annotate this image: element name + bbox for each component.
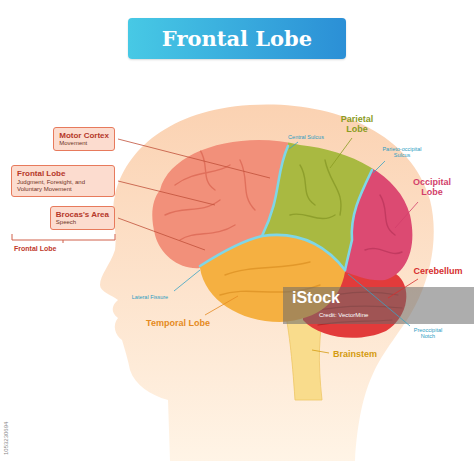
image-id: 1053230694 [3,422,10,455]
parieto-occipital-sulcus-line [345,170,372,270]
leader-line [348,274,410,326]
part-label: Brainstem [333,349,377,359]
gyrus-line [175,165,230,185]
title-banner: Frontal Lobe [128,18,346,59]
lobe-label: Parietal Lobe [335,114,379,135]
leader-line [289,142,298,149]
callout-box: Brocas's AreaSpeech [50,206,115,231]
box-body: Speech [56,219,109,226]
watermark-band [283,287,474,324]
box-heading: Motor Cortex [59,131,109,141]
gyrus-line [180,225,235,240]
bracket [12,234,115,243]
gyrus-line [365,248,402,253]
fissure-label: Lateral Fissure [132,294,168,300]
central-sulcus-line [262,146,288,236]
gyrus-line [325,160,341,215]
gyrus-line [240,160,255,210]
callout-box: Motor CortexMovement [53,127,115,152]
gyrus-line [290,214,335,219]
box-heading: Frontal Lobe [17,169,109,179]
leader-line [205,296,238,315]
leader-line [330,138,352,168]
title-text: Frontal Lobe [162,26,312,51]
leader-line [395,202,418,228]
leader-line [388,279,418,298]
sulcus-label: Central Sulcus [288,134,324,140]
bracket-label: Frontal Lobe [14,245,56,253]
watermark: iStock [292,289,340,307]
gyrus-line [300,165,315,205]
leader-line [118,218,205,250]
box-body: Movement [59,140,109,147]
sulcus-label: Parieto-occipital Sulcus [377,146,427,159]
lobe-label: Temporal Lobe [146,318,210,328]
notch-label: Preoccipital Notch [406,327,450,340]
callout-box: Frontal LobeJudgment, Foresight, and Vol… [11,165,115,197]
lateral-fissure-line [200,235,345,270]
gyrus-line [200,150,215,190]
leader-line [118,139,270,178]
box-body: Judgment, Foresight, and Voluntary Movem… [17,179,109,193]
leader-line [373,161,385,173]
gyrus-line [165,200,220,215]
part-label: Cerebellum [413,266,462,276]
watermark: Credit: VectorMine [319,312,368,319]
leader-line [312,350,329,353]
leader-line [118,181,215,205]
gyrus-line [380,195,395,235]
lobe-label: Occipital Lobe [407,177,457,198]
leader-line [174,270,200,291]
gyrus-line [225,262,310,275]
box-heading: Brocas's Area [56,210,109,220]
